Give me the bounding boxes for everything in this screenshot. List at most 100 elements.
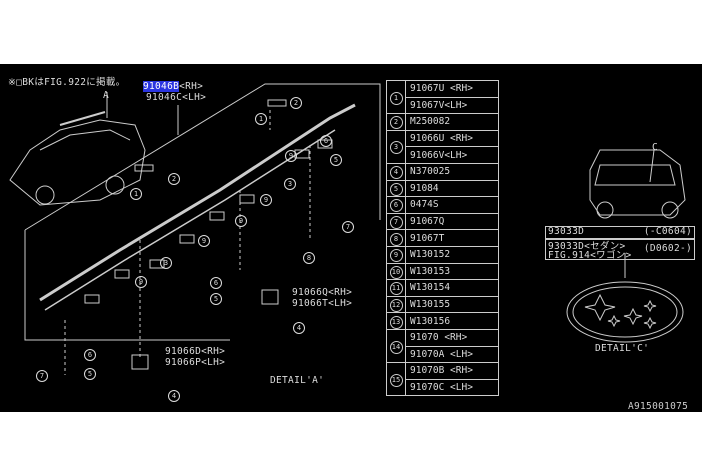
ref-number-cell: 15 [386, 362, 406, 397]
emblem-sedan-part[interactable]: 93033D<セダン> [548, 241, 626, 252]
callout-circle[interactable]: 9 [135, 276, 147, 288]
part-lh-label[interactable]: 91046C<LH> [146, 92, 207, 103]
detail-c-label: DETAIL'C' [595, 343, 650, 354]
ref-number-circle: 13 [389, 315, 403, 329]
view-a-marker: A [103, 90, 110, 101]
ref-number-circle: 6 [389, 199, 403, 213]
part-number-cell[interactable]: W130153 [405, 262, 499, 281]
ref-number-circle: 3 [389, 141, 403, 155]
part-number-cell[interactable]: 91070 <RH> [405, 328, 499, 347]
callout-circle[interactable]: 6 [210, 277, 222, 289]
part-number-cell[interactable]: 91084 [405, 179, 499, 198]
detail-a-label: DETAIL'A' [270, 375, 325, 386]
part-number-cell[interactable]: 91070C <LH> [405, 378, 499, 397]
callout-circle[interactable]: 9 [198, 235, 210, 247]
callout-circle[interactable]: 8 [303, 252, 315, 264]
ref-number-circle: 1 [389, 91, 403, 105]
car-rear-drawing [589, 149, 686, 219]
callout-label[interactable]: 91066P<LH> [165, 357, 226, 368]
callout-circle[interactable]: 2 [290, 97, 302, 109]
callout-circle[interactable]: 5 [84, 368, 96, 380]
callout-circle[interactable]: 4 [168, 390, 180, 402]
part-number-cell[interactable]: 91067U <RH> [405, 80, 499, 98]
callout-label[interactable]: 91066T<LH> [292, 298, 353, 309]
ref-number-cell: 1 [386, 79, 406, 115]
part-number-cell[interactable]: 91067T [405, 229, 499, 247]
view-c-marker: C [652, 142, 659, 153]
highlighted-part-number[interactable]: 91046B [143, 81, 180, 92]
emblem-date-range-2: (D0602-) [643, 243, 692, 254]
ref-number-circle: 15 [389, 373, 403, 387]
reference-note: ※□BKはFIG.922に掲載。 [8, 77, 126, 88]
emblem-row-1: 93033D (-C0604) [545, 226, 695, 240]
ref-number-cell: 3 [386, 129, 406, 164]
ref-number-cell: 7 [386, 212, 406, 231]
part-rh-label[interactable]: 91046B<RH> [143, 81, 203, 92]
part-number-cell[interactable]: N370025 [405, 162, 499, 181]
part-number-cell[interactable]: 91066U <RH> [405, 129, 499, 148]
ref-number-circle: 14 [389, 340, 403, 354]
subaru-emblem-drawing [566, 281, 684, 343]
ref-number-cell: 4 [386, 162, 406, 181]
part-number-cell[interactable]: 91067V<LH> [405, 96, 499, 115]
callout-circle[interactable]: 1 [255, 113, 267, 125]
part-number-cell[interactable]: 91066V<LH> [405, 146, 499, 164]
callout-circle[interactable]: 2 [168, 173, 180, 185]
table-row: 91070C <LH> [387, 378, 499, 397]
part-number-cell[interactable]: 91070A <LH> [405, 345, 499, 364]
callout-circle[interactable]: 9 [235, 215, 247, 227]
ref-number-circle: 4 [389, 166, 403, 180]
ref-number-cell: 2 [386, 113, 406, 131]
ref-number-circle: 9 [389, 249, 403, 263]
callout-circle[interactable]: 9 [285, 150, 297, 162]
callout-circle[interactable]: 5 [330, 154, 342, 166]
callout-circle[interactable]: 3 [284, 178, 296, 190]
emblem-part-number[interactable]: 93033D [548, 226, 585, 237]
ref-number-circle: 12 [389, 299, 403, 313]
emblem-wagon-fig[interactable]: FIG.914<ワゴン> [548, 250, 632, 261]
part-number-cell[interactable]: W130152 [405, 245, 499, 264]
part-number-cell[interactable]: 91067Q [405, 212, 499, 231]
ref-number-cell: 11 [386, 279, 406, 297]
callout-circle[interactable]: 3 [160, 257, 172, 269]
part-number-cell[interactable]: 0474S [405, 196, 499, 214]
emblem-row-2: 93033D<セダン> FIG.914<ワゴン> (D0602-) [545, 238, 695, 261]
callout-circle[interactable]: 5 [210, 293, 222, 305]
callout-label[interactable]: 91066Q<RH> [292, 287, 353, 298]
callout-circle[interactable]: 6 [84, 349, 96, 361]
part-number-cell[interactable]: W130154 [405, 279, 499, 297]
callout-circle[interactable]: 7 [36, 370, 48, 382]
part-number-cell[interactable]: W130155 [405, 295, 499, 314]
callout-circle[interactable]: 4 [293, 322, 305, 334]
ref-number-circle: 2 [389, 116, 403, 130]
callout-label[interactable]: 91066D<RH> [165, 346, 226, 357]
part-number-cell[interactable]: 91070B <RH> [405, 362, 499, 380]
ref-number-cell: 5 [386, 179, 406, 198]
callout-circle[interactable]: 9 [260, 194, 272, 206]
callout-circle[interactable]: 6 [320, 135, 332, 147]
ref-number-cell: 9 [386, 245, 406, 264]
ref-number-circle: 8 [389, 232, 403, 246]
part-number-cell[interactable]: M250082 [405, 113, 499, 131]
ref-number-circle: 5 [389, 182, 403, 196]
part-rh-suffix: <RH> [179, 81, 204, 92]
figure-id: A915001075 [628, 401, 689, 412]
callout-circle[interactable]: 7 [342, 221, 354, 233]
part-number-cell[interactable]: W130156 [405, 312, 499, 330]
callout-circle[interactable]: 1 [130, 188, 142, 200]
ref-number-circle: 7 [389, 216, 403, 230]
ref-number-cell: 12 [386, 295, 406, 314]
